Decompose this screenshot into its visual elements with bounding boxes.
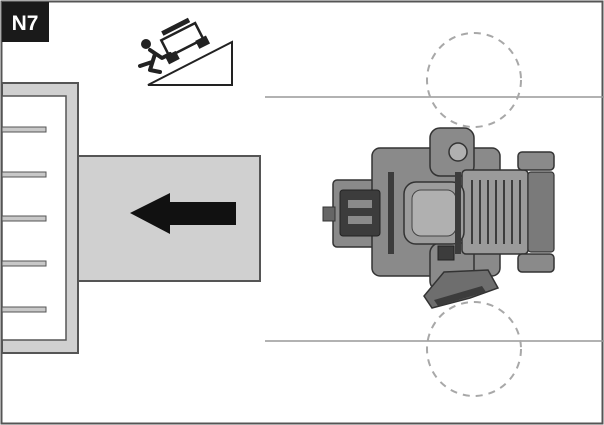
mower-tipping-on-slope-icon — [138, 17, 233, 86]
ramp-slats — [1, 126, 47, 313]
panel-label-badge: N7 — [2, 2, 49, 42]
badge-background — [2, 2, 49, 42]
panel-label: N7 — [12, 12, 39, 35]
wheel-sweep-circle-bottom — [426, 301, 522, 397]
mower-caster-wheel-bottom — [517, 253, 555, 273]
mower-control-lever-left — [388, 172, 394, 254]
mower-caster-wheel-top — [517, 151, 555, 171]
trailer-ramp — [1, 82, 79, 354]
zero-turn-mower-top-view-icon — [322, 127, 555, 309]
wheel-sweep-circle-top — [426, 32, 522, 128]
arrow-left-icon — [130, 193, 236, 234]
mower-control-lever-right — [455, 172, 461, 254]
